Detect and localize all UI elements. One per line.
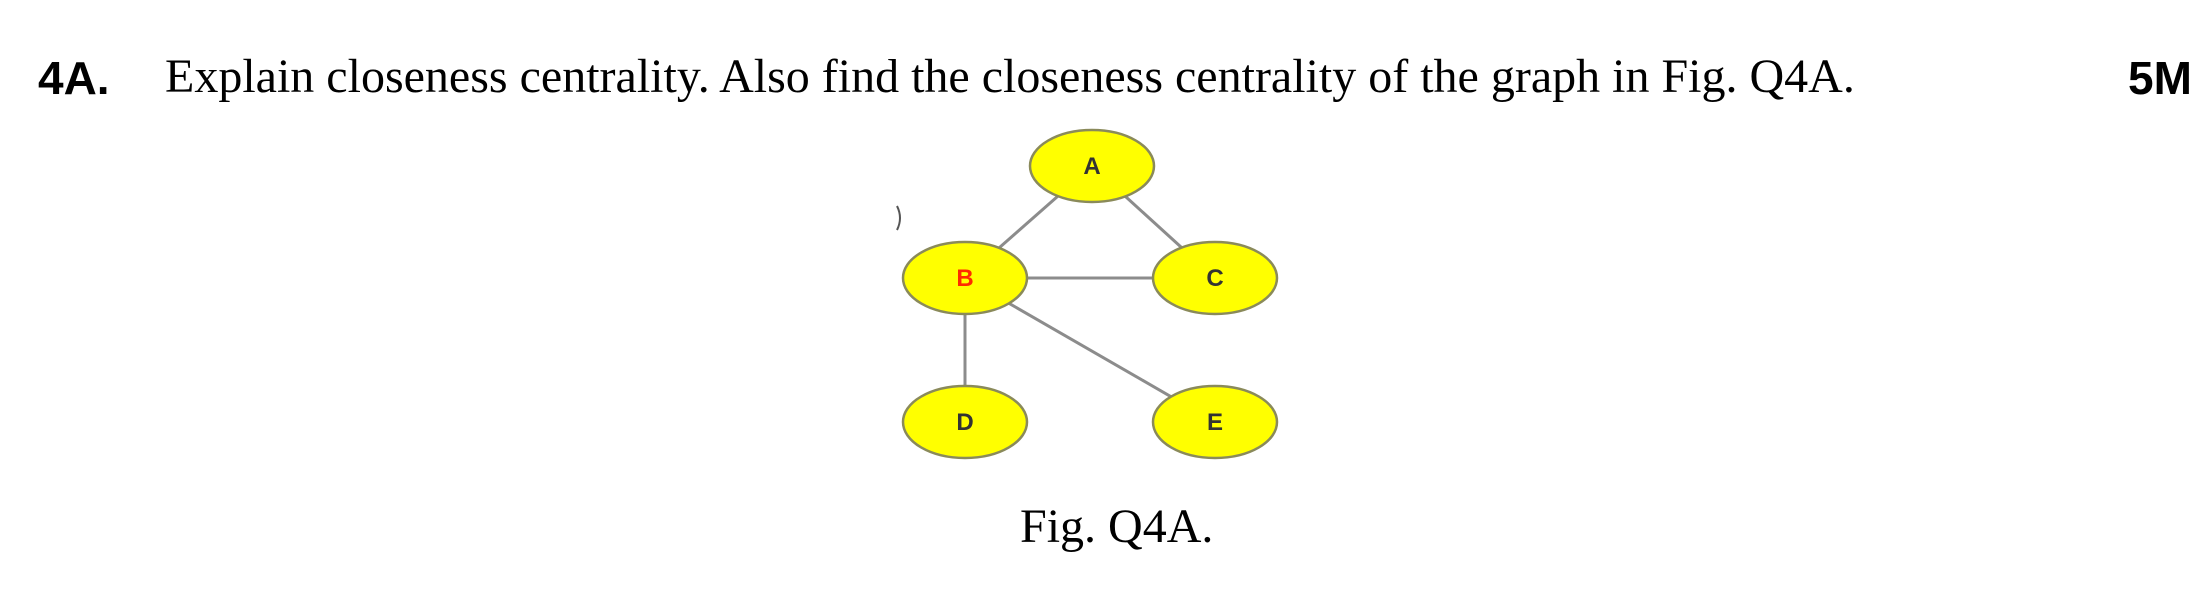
question-marks: 5M xyxy=(2128,52,2192,104)
figure-caption: Fig. Q4A. xyxy=(1020,500,1214,553)
node-b-label: B xyxy=(956,265,973,292)
node-d-circle xyxy=(901,384,1029,460)
node-a-circle xyxy=(1028,128,1156,204)
node-e-circle xyxy=(1151,384,1279,460)
node-d-label: D xyxy=(956,409,973,436)
edge-a-c xyxy=(1124,195,1183,249)
node-c: C xyxy=(1151,240,1279,316)
node-a: A xyxy=(1028,128,1156,204)
node-a-label: A xyxy=(1083,153,1100,180)
edge-a-b xyxy=(998,194,1059,250)
graph-figure: A B C D E xyxy=(895,118,1325,480)
edge-b-e xyxy=(1008,302,1172,398)
graph-diagram: A B C D E xyxy=(896,128,1279,460)
node-c-label: C xyxy=(1206,265,1223,292)
question-text: Explain closeness centrality. Also find … xyxy=(165,50,1855,103)
node-c-circle xyxy=(1151,240,1279,316)
node-b-circle xyxy=(901,240,1029,316)
node-d: D xyxy=(901,384,1029,460)
figure-crop-mark xyxy=(896,205,901,231)
node-e: E xyxy=(1151,384,1279,460)
node-b: B xyxy=(901,240,1029,316)
question-number: 4A. xyxy=(38,52,110,104)
node-e-label: E xyxy=(1207,409,1223,436)
